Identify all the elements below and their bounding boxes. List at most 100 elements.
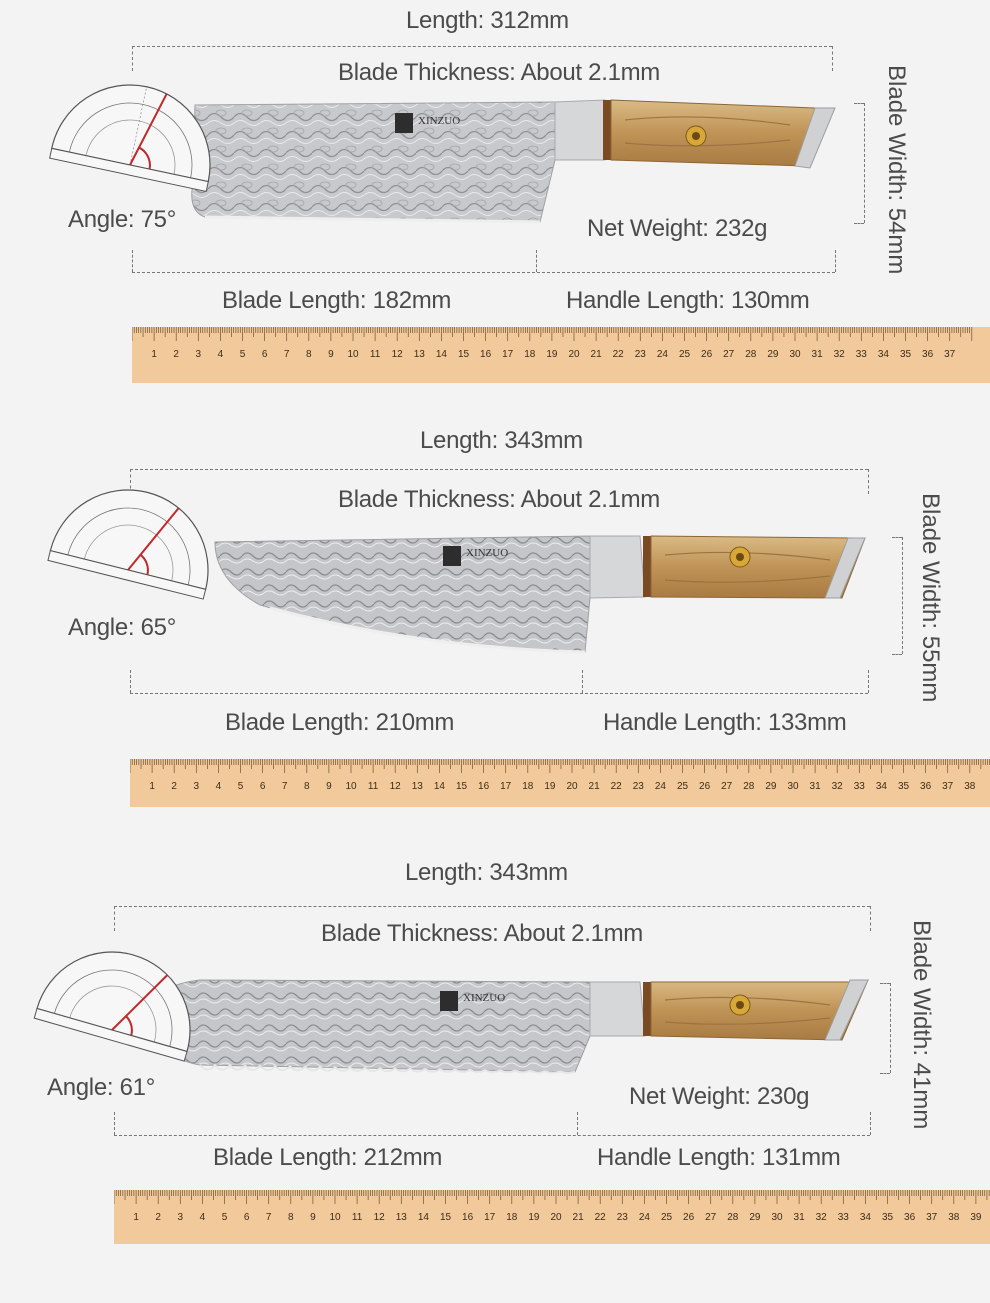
ruler-number: 36 — [922, 349, 934, 360]
ruler-number: 27 — [721, 781, 733, 792]
ruler-number: 10 — [345, 781, 357, 792]
ruler-number: 17 — [502, 349, 514, 360]
knife-panel-2: Length: 343mm Blade Thickness: About 2.1… — [47, 427, 990, 807]
ruler-number: 39 — [970, 1212, 982, 1223]
ruler-number: 8 — [304, 781, 310, 792]
ruler-number: 16 — [478, 781, 490, 792]
ruler-number: 27 — [723, 349, 735, 360]
ruler-number: 22 — [595, 1212, 607, 1223]
ruler-body — [132, 327, 990, 383]
ruler-number: 20 — [568, 349, 580, 360]
ruler-number: 20 — [550, 1212, 562, 1223]
ruler-number: 19 — [546, 349, 558, 360]
ruler-number: 12 — [390, 781, 402, 792]
ruler-number: 36 — [920, 781, 932, 792]
angle-label: Angle: 65° — [68, 614, 177, 641]
ruler-number: 15 — [458, 349, 470, 360]
ruler-number: 12 — [374, 1212, 386, 1223]
ruler-number: 33 — [856, 349, 868, 360]
ruler-number: 13 — [412, 781, 424, 792]
ruler-number: 2 — [173, 349, 179, 360]
ruler-number: 6 — [260, 781, 266, 792]
ruler-number: 19 — [528, 1212, 540, 1223]
ruler-number: 20 — [566, 781, 578, 792]
ruler-number: 3 — [178, 1212, 184, 1223]
ruler-number: 31 — [810, 781, 822, 792]
ruler-number: 35 — [898, 781, 910, 792]
ruler-number: 34 — [860, 1212, 872, 1223]
ruler-number: 37 — [944, 349, 956, 360]
ruler-number: 14 — [436, 349, 448, 360]
ruler-number: 17 — [500, 781, 512, 792]
ruler-number: 29 — [765, 781, 777, 792]
net-weight-label: Net Weight: 232g — [587, 215, 768, 242]
ruler-number: 12 — [392, 349, 404, 360]
ruler-number: 10 — [329, 1212, 341, 1223]
overall-length-line — [132, 46, 832, 47]
ruler-number: 23 — [635, 349, 647, 360]
ruler-number: 1 — [149, 781, 155, 792]
ruler-number: 30 — [789, 349, 801, 360]
ruler-number: 26 — [701, 349, 713, 360]
ruler-number: 8 — [306, 349, 312, 360]
ruler-number: 29 — [749, 1212, 761, 1223]
ruler-number: 33 — [854, 781, 866, 792]
ruler-number: 32 — [834, 349, 846, 360]
chef-knife-image: XINZUO — [47, 489, 866, 654]
handle-length-label: Handle Length: 133mm — [603, 709, 847, 736]
ruler-number: 24 — [655, 781, 667, 792]
bread-knife-image: XINZUO — [33, 951, 869, 1074]
overall-length-label: Length: 343mm — [420, 427, 583, 454]
handle-length-label: Handle Length: 130mm — [566, 287, 810, 314]
blade-thickness-label: Blade Thickness: About 2.1mm — [338, 59, 660, 86]
blade-length-label: Blade Length: 212mm — [213, 1144, 443, 1171]
ruler-number: 26 — [699, 781, 711, 792]
blade-width-label: Blade Width: 54mm — [883, 65, 910, 275]
ruler-number: 13 — [414, 349, 426, 360]
overall-length-label: Length: 343mm — [405, 859, 568, 886]
ruler-number: 27 — [705, 1212, 717, 1223]
ruler-number: 10 — [347, 349, 359, 360]
ruler-body — [114, 1190, 990, 1244]
ruler-number: 25 — [661, 1212, 673, 1223]
ruler-number: 24 — [657, 349, 669, 360]
blade-length-label: Blade Length: 182mm — [222, 287, 452, 314]
ruler-number: 11 — [352, 1212, 363, 1223]
ruler-number: 28 — [745, 349, 757, 360]
protractor-icon — [49, 84, 211, 193]
ruler-number: 15 — [440, 1212, 452, 1223]
protractor-icon — [47, 489, 209, 600]
ruler-number: 5 — [240, 349, 246, 360]
angle-label: Angle: 61° — [47, 1074, 156, 1101]
ruler-number: 2 — [171, 781, 177, 792]
ruler-number: 25 — [679, 349, 691, 360]
ruler-number: 14 — [434, 781, 446, 792]
ruler-number: 9 — [328, 349, 334, 360]
ruler-number: 4 — [218, 349, 224, 360]
ruler-number: 2 — [155, 1212, 161, 1223]
ruler-number: 14 — [418, 1212, 430, 1223]
ruler-number: 1 — [151, 349, 157, 360]
ruler-number: 30 — [771, 1212, 783, 1223]
ruler-number: 13 — [396, 1212, 408, 1223]
blade-shape — [191, 101, 556, 223]
ruler-number: 26 — [683, 1212, 695, 1223]
ruler-number: 5 — [238, 781, 244, 792]
ruler-number: 35 — [882, 1212, 894, 1223]
ruler-number: 1 — [133, 1212, 139, 1223]
handle-length-label: Handle Length: 131mm — [597, 1144, 841, 1171]
ruler-number: 34 — [878, 349, 890, 360]
knife-panel-1: Length: 312mm Blade Thickness: About 2.1… — [0, 0, 990, 400]
ruler-number: 29 — [767, 349, 779, 360]
ruler-number: 23 — [617, 1212, 629, 1223]
ruler-number: 7 — [266, 1212, 272, 1223]
ruler-number: 6 — [244, 1212, 250, 1223]
ruler-number: 38 — [964, 781, 976, 792]
ruler-number: 38 — [948, 1212, 960, 1223]
ruler-number: 34 — [876, 781, 888, 792]
blade-thickness-label: Blade Thickness: About 2.1mm — [321, 920, 643, 947]
blade-width-label: Blade Width: 41mm — [908, 920, 935, 1130]
